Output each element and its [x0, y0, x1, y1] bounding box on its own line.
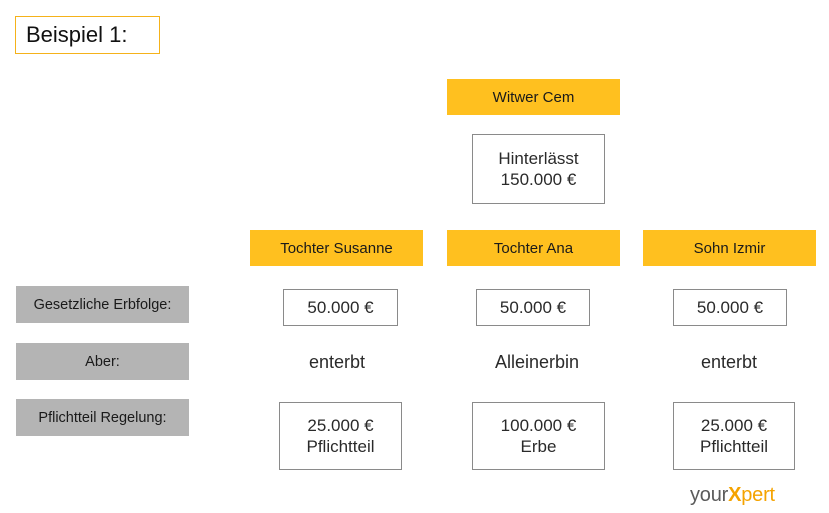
rule-ana: 100.000 € Erbe — [472, 402, 605, 470]
rule-type: Pflichtteil — [699, 437, 769, 456]
rule-susanne: 25.000 € Pflichtteil — [279, 402, 402, 470]
rule-amount: 100.000 € — [500, 416, 577, 435]
legal-share-ana: 50.000 € — [476, 289, 590, 326]
rule-type: Pflichtteil — [306, 437, 375, 456]
heir-name-susanne: Tochter Susanne — [250, 230, 423, 266]
heir-name-ana: Tochter Ana — [447, 230, 620, 266]
rule-type: Erbe — [520, 437, 557, 456]
status-izmir: enterbt — [700, 352, 758, 372]
logo-text-your: your — [690, 484, 729, 506]
legal-share-value: 50.000 € — [307, 298, 374, 317]
yourxpert-logo: yourXpert — [690, 484, 775, 507]
row-label-rule: Pflichtteil Regelung: — [16, 399, 189, 436]
row-label-but: Aber: — [16, 343, 189, 380]
testator-name: Witwer Cem — [447, 79, 620, 115]
heir-name-izmir: Sohn Izmir — [643, 230, 816, 266]
estate-label: Hinterlässt — [498, 149, 579, 168]
rule-amount: 25.000 € — [307, 416, 374, 435]
estate-box: Hinterlässt 150.000 € — [472, 134, 605, 204]
estate-amount: 150.000 € — [500, 170, 577, 189]
legal-share-value: 50.000 € — [696, 298, 764, 317]
status-susanne: enterbt — [308, 352, 366, 372]
legal-share-izmir: 50.000 € — [673, 289, 787, 326]
legal-share-susanne: 50.000 € — [283, 289, 398, 326]
logo-text-pert: pert — [741, 484, 775, 506]
rule-amount: 25.000 € — [700, 416, 768, 435]
row-label-legal: Gesetzliche Erbfolge: — [16, 286, 189, 323]
logo-text-x: X — [728, 484, 742, 506]
status-ana: Alleinerbin — [494, 352, 580, 372]
legal-share-value: 50.000 € — [499, 298, 567, 317]
example-title: Beispiel 1: — [15, 16, 160, 54]
rule-izmir: 25.000 € Pflichtteil — [673, 402, 795, 470]
